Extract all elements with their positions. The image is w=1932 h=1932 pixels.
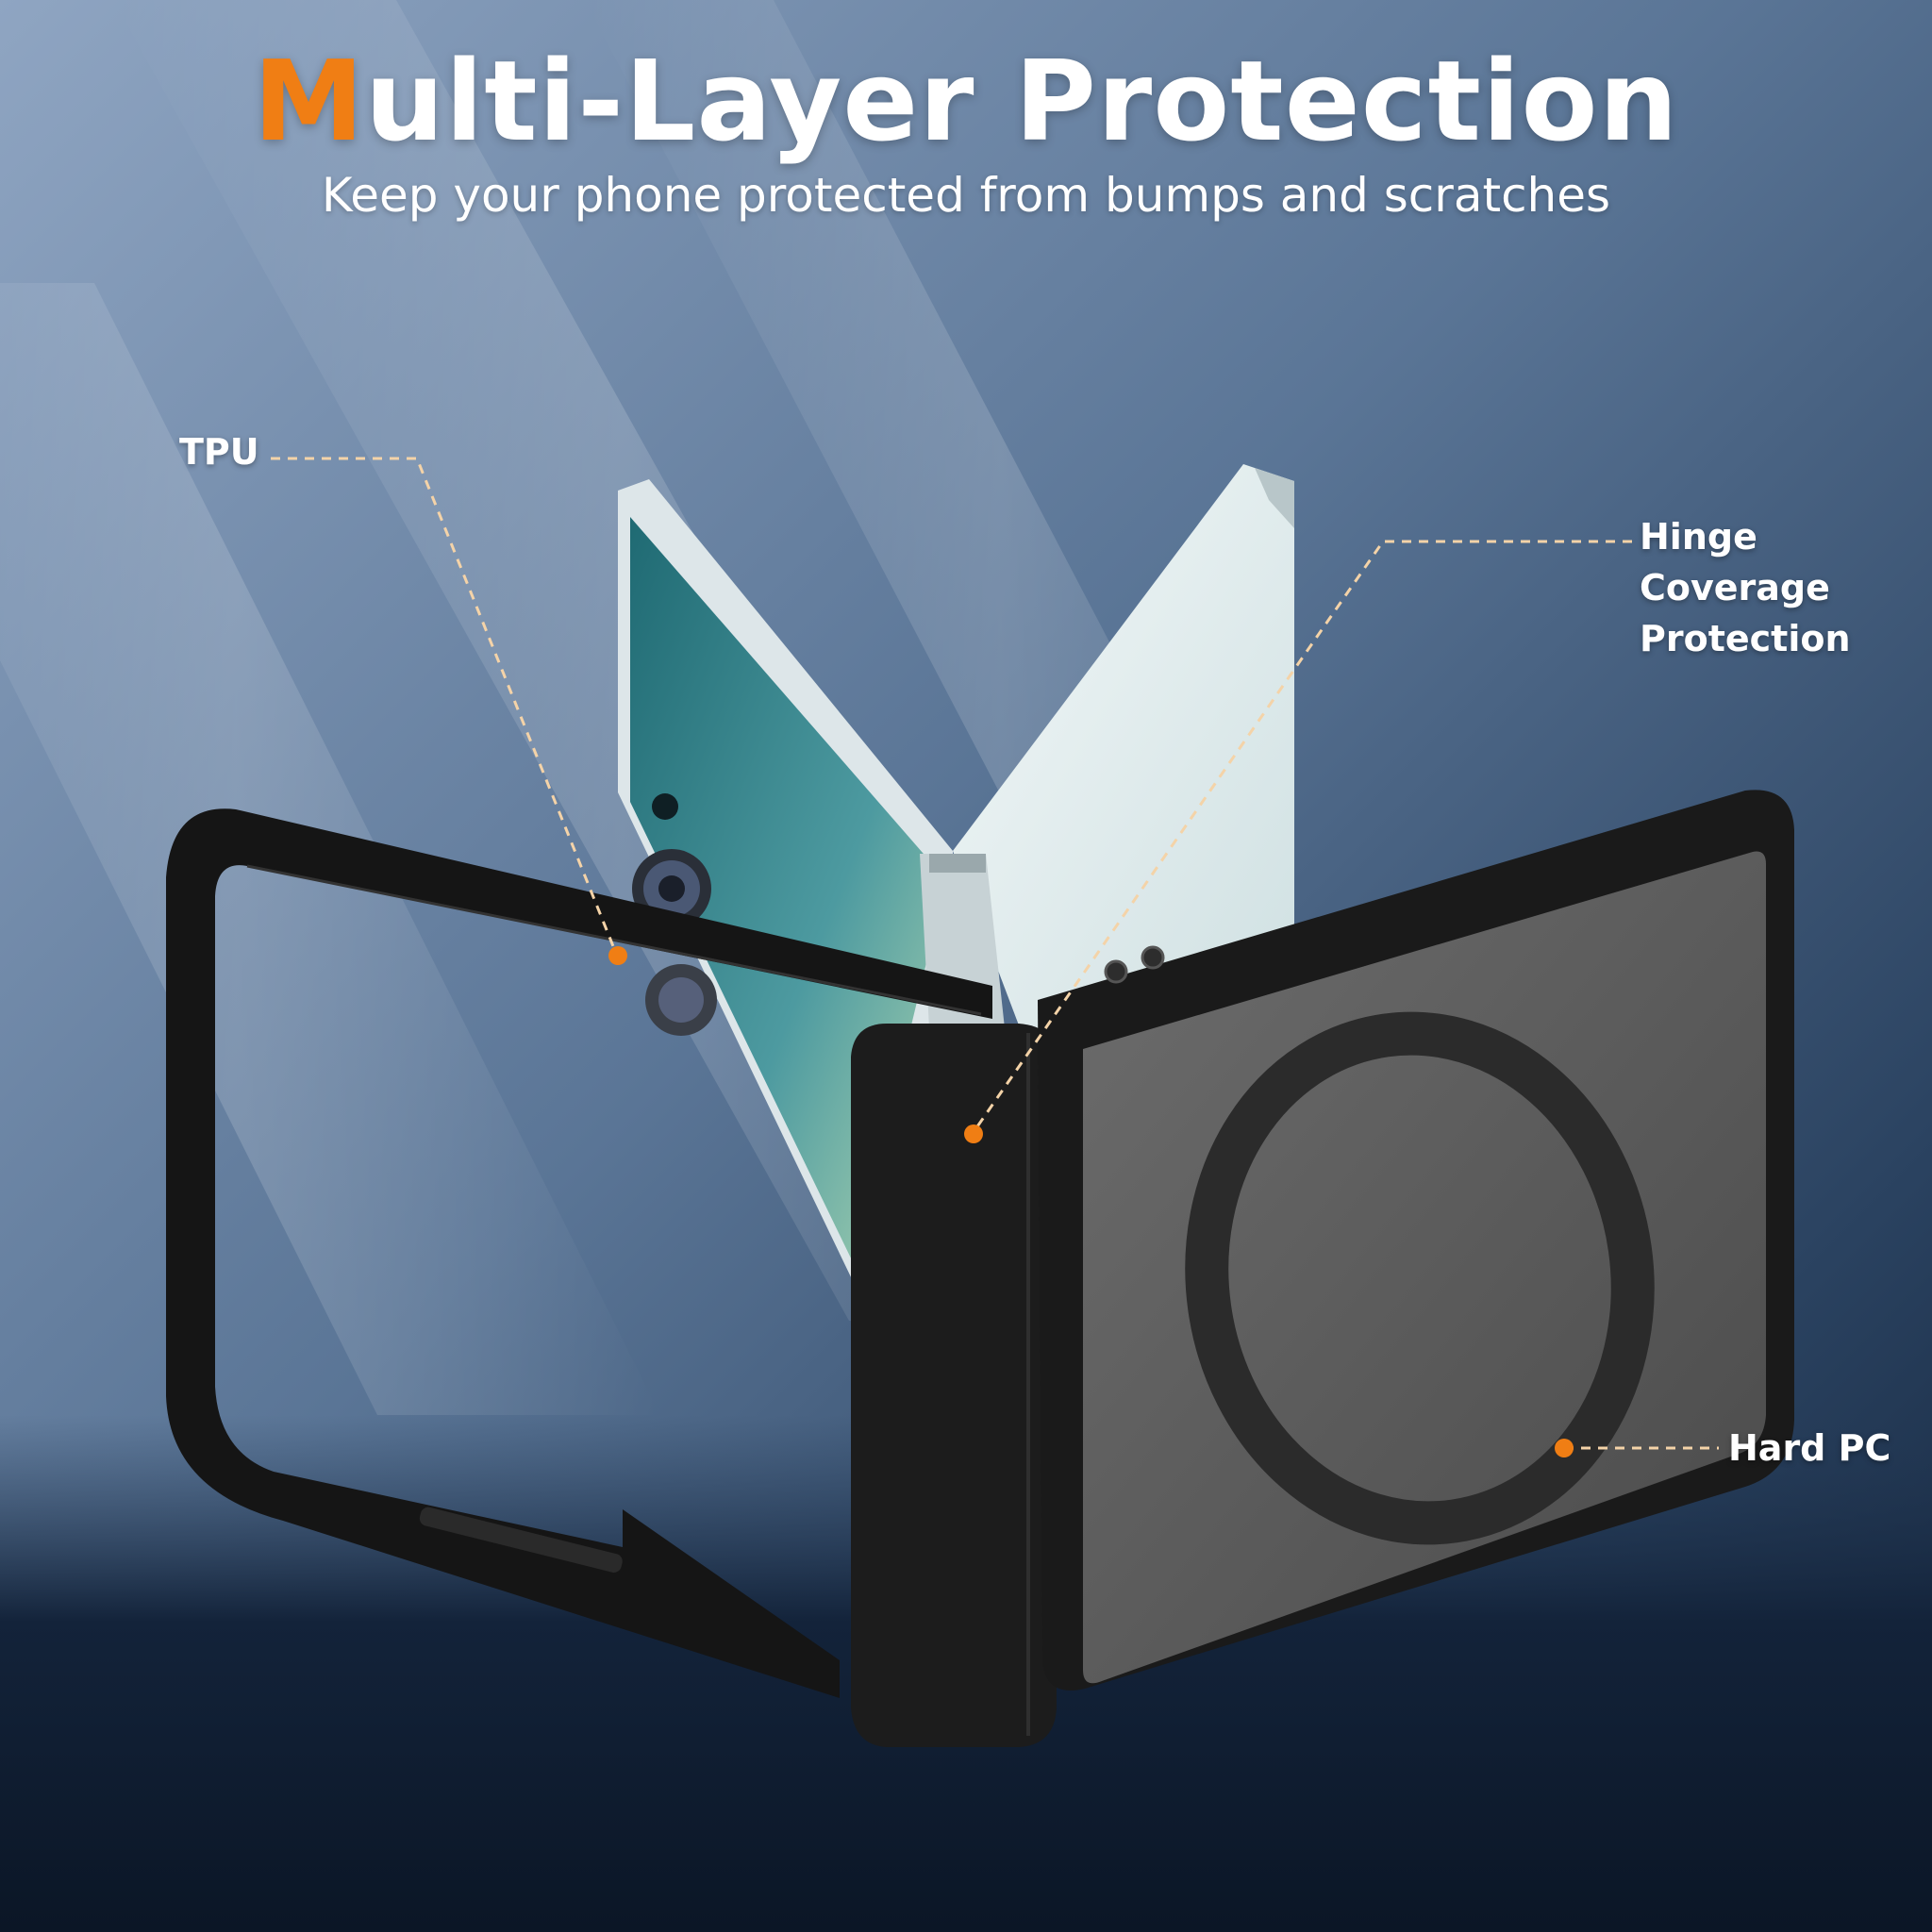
hard-pc-marker-dot — [1555, 1439, 1574, 1457]
tpu-marker-dot — [608, 946, 627, 965]
callout-hinge-label: Hinge Coverage Protection — [1640, 511, 1932, 664]
callout-leader-lines — [271, 457, 1719, 1450]
callout-hard-pc-label: Hard PC — [1728, 1427, 1891, 1469]
hinge-marker-dot — [964, 1124, 983, 1143]
hard-pc-back-cover — [1038, 790, 1794, 1690]
callout-tpu-label: TPU — [179, 431, 259, 473]
camera-lens-icon — [632, 849, 717, 1036]
phone-back-half — [953, 464, 1294, 1038]
title-rest: ulti-Layer Protection — [364, 36, 1679, 166]
callout-dots — [608, 946, 1574, 1457]
callout-hinge-line-1: Hinge Coverage — [1640, 516, 1830, 608]
page-subtitle: Keep your phone protected from bumps and… — [321, 168, 1611, 223]
callout-hinge-line-2: Protection — [1640, 618, 1851, 659]
title-accent-letter: M — [253, 36, 365, 166]
page-title: Multi-Layer Protection — [0, 36, 1932, 166]
tpu-bumper-frame — [166, 808, 992, 1698]
hinge-cover — [851, 1024, 1057, 1747]
